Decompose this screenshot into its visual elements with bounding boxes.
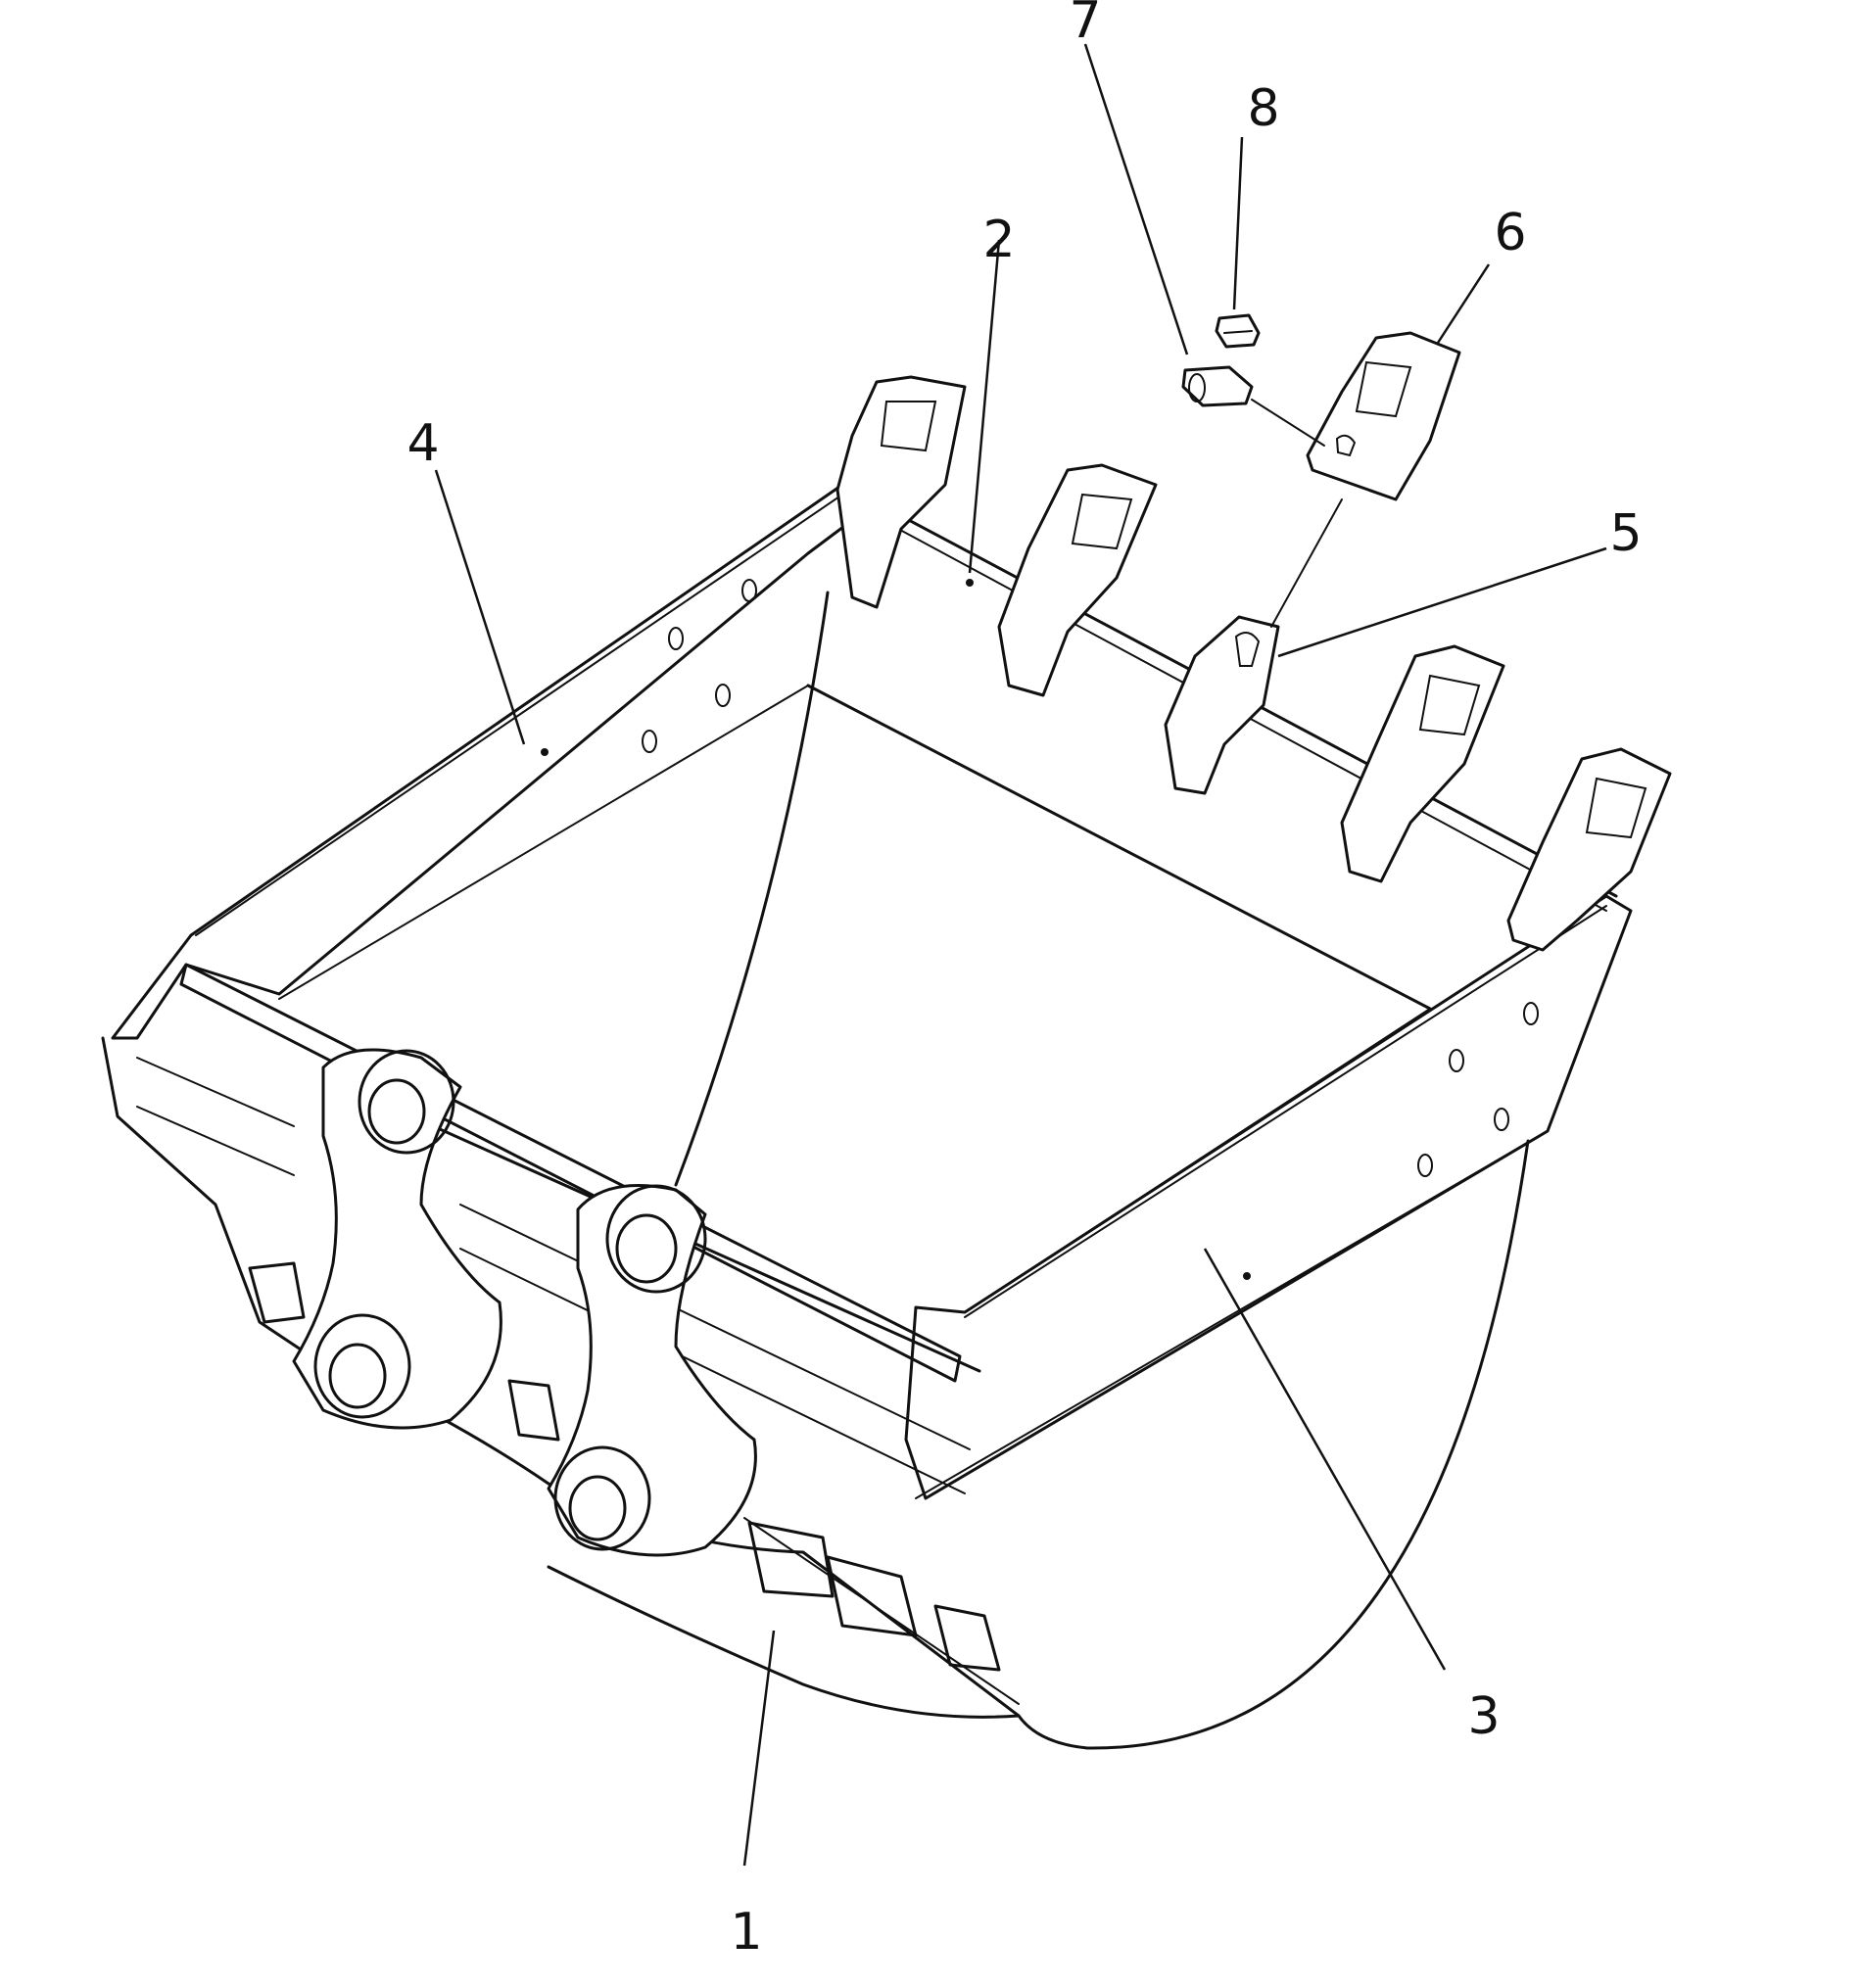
left-hinge-bracket <box>292 1048 502 1430</box>
callout-1: 1 <box>730 1903 762 1962</box>
left-side-plate <box>111 483 869 1040</box>
bucket-assembly <box>101 313 1672 1750</box>
right-side-plate <box>904 894 1633 1500</box>
bucket-shell <box>302 1349 1021 1719</box>
callout-labels: 1 2 3 4 5 6 7 8 <box>406 0 1642 1962</box>
interior-back-curve <box>674 591 830 1187</box>
tooth-adapter-5 <box>1164 615 1280 795</box>
side-plate-holes <box>642 579 1539 1177</box>
callout-3: 3 <box>1467 1687 1500 1746</box>
callout-4: 4 <box>406 414 439 473</box>
teeth-row <box>835 375 1672 952</box>
lock-pin-7 <box>1181 365 1254 407</box>
tooth-point-6 <box>1306 331 1461 501</box>
callout-2: 2 <box>982 211 1015 269</box>
tooth-4 <box>1340 644 1505 883</box>
retainer-8 <box>1215 313 1261 349</box>
callout-6: 6 <box>1494 204 1526 262</box>
leader-lines <box>434 43 1607 1867</box>
callout-8: 8 <box>1247 79 1279 138</box>
bucket-bottom-curve <box>1017 1139 1530 1750</box>
tooth-1 <box>835 375 967 609</box>
tooth-2 <box>997 463 1158 697</box>
interior-fold-line <box>806 684 1432 1011</box>
wear-pads <box>248 1261 1001 1672</box>
callout-7: 7 <box>1069 0 1101 50</box>
callout-5: 5 <box>1609 504 1642 563</box>
tooth-5 <box>1506 747 1672 952</box>
right-hinge-bracket <box>547 1184 757 1557</box>
